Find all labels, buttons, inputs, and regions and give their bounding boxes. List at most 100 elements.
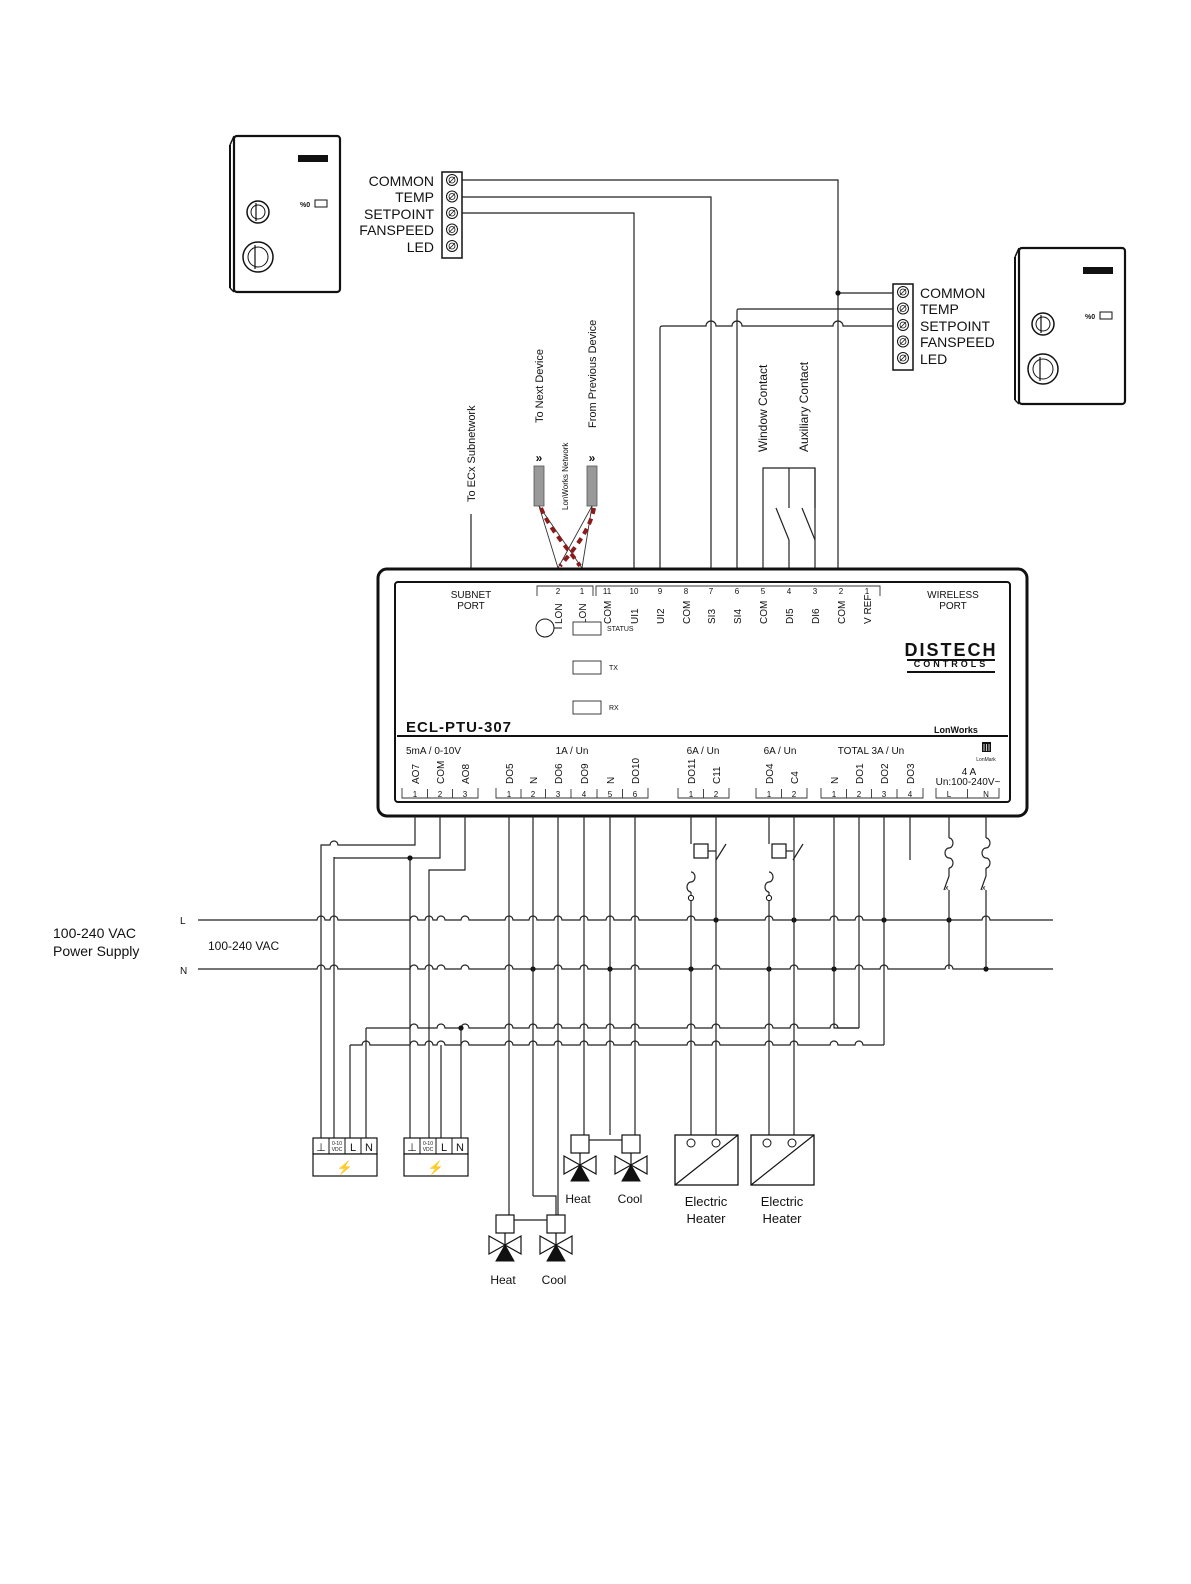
top-terminal-label: V REF xyxy=(863,595,874,624)
heater-terminal xyxy=(686,1138,696,1148)
analog-terminal-label: 0-10 xyxy=(332,1141,342,1147)
lonworks-network-label: LonWorks Network xyxy=(561,442,570,510)
terminal-screw-icon xyxy=(899,288,907,296)
fanspeed-knob-icon xyxy=(242,241,274,273)
valve-actuator-icon xyxy=(621,1134,641,1154)
rx-led-label: RX xyxy=(609,705,619,712)
bottom-terminal-number: 2 xyxy=(792,790,797,799)
damper-motor-icon: ⚡ xyxy=(337,1160,353,1176)
lonworks-label: LonWorks xyxy=(934,725,978,735)
wire xyxy=(320,816,416,1138)
do4-relay xyxy=(771,843,804,861)
valve-label-cool: Cool xyxy=(618,1192,643,1206)
bottom-terminal-number: 4 xyxy=(908,790,913,799)
top-terminal-number: 11 xyxy=(603,587,612,596)
l-terminal-label: L xyxy=(350,1142,356,1154)
bottom-terminal-label: AO7 xyxy=(411,764,422,784)
svg-text:%0: %0 xyxy=(1085,314,1095,321)
terminal-bracket xyxy=(495,788,649,799)
power-bus: 100-240 VAC Power Supply 100-240 VAC L N xyxy=(53,915,1053,1046)
bottom-terminal-number: 2 xyxy=(438,790,443,799)
terminal-screw-icon xyxy=(899,288,907,296)
terminal-screw-icon xyxy=(448,193,456,200)
status-led-label: STATUS xyxy=(607,626,634,633)
power-switch-icon: x x xyxy=(943,868,987,892)
bottom-terminal-label: N xyxy=(606,777,617,784)
bottom-terminal-label: AO8 xyxy=(461,764,472,784)
valve-actuator-icon xyxy=(495,1214,515,1234)
top-terminal-label: DI6 xyxy=(811,608,822,624)
terminal-screw-icon xyxy=(448,176,456,184)
heater-label: Electric xyxy=(761,1194,804,1209)
do11-relay xyxy=(693,843,727,861)
wire xyxy=(428,816,466,1138)
sensor-1-label-led: LED xyxy=(407,239,434,255)
wire xyxy=(833,816,859,1029)
terminal-screw-icon xyxy=(448,226,456,233)
sensor-2-terminal-block: COMMON TEMP SETPOINT FANSPEED LED xyxy=(892,283,995,371)
terminal-screw-icon xyxy=(899,354,907,362)
bottom-terminal-label: DO10 xyxy=(631,757,642,784)
top-terminal-label: COM xyxy=(603,601,614,624)
top-terminal-label: DI5 xyxy=(785,608,796,624)
subnet-port-label: PORT xyxy=(457,601,485,612)
bottom-terminal-label: DO2 xyxy=(880,763,891,784)
analog-terminal-label: VDC xyxy=(332,1147,343,1153)
group-header-analog: 5mA / 0-10V xyxy=(406,746,461,757)
terminal-bracket xyxy=(820,788,924,799)
group-header-total: TOTAL 3A / Un xyxy=(838,746,905,757)
bottom-terminal-label: DO9 xyxy=(580,763,591,784)
valve-actuator-icon xyxy=(570,1134,590,1154)
top-terminal-number: 10 xyxy=(630,587,639,596)
top-terminal-number: 6 xyxy=(735,587,740,596)
n-terminal-label: N xyxy=(365,1142,373,1154)
heater-label: Electric xyxy=(685,1194,728,1209)
heater-icon xyxy=(674,1134,739,1186)
setpoint-knob-icon xyxy=(1031,312,1055,336)
valve-icon xyxy=(629,1154,648,1176)
terminal-screw-icon xyxy=(448,242,456,250)
top-terminal-label: SI4 xyxy=(733,609,744,624)
group-header-do-1a: 1A / Un xyxy=(556,746,589,757)
lonmark-icon xyxy=(982,742,991,752)
top-terminal-number: 4 xyxy=(787,587,792,596)
terminal-screw-icon xyxy=(899,305,907,312)
sensor-2-label-common: COMMON xyxy=(920,285,985,301)
terminal-bracket xyxy=(401,788,479,799)
top-terminal-label: UI1 xyxy=(630,608,641,624)
bottom-terminal-number: N xyxy=(983,790,989,799)
n-line-label: N xyxy=(180,966,187,977)
ecx-subnetwork-label: To ECx Subnetwork xyxy=(466,405,478,502)
sensor-2-label-led: LED xyxy=(920,351,947,367)
top-terminal-number: 3 xyxy=(813,587,818,596)
bottom-terminal-label: N xyxy=(830,777,841,784)
terminal-screw-icon xyxy=(448,193,456,200)
sensor-1-label-common: COMMON xyxy=(369,173,434,189)
terminal-screw-icon xyxy=(448,176,456,184)
brand-logo: CONTROLS xyxy=(914,659,989,669)
analog-terminal-label: VDC xyxy=(423,1147,434,1153)
valve-link xyxy=(533,1195,557,1215)
sensor-wiring xyxy=(462,179,893,568)
ground-terminal-label: ⊥ xyxy=(407,1142,417,1154)
analog-terminal-label: 0-10 xyxy=(423,1141,433,1147)
valve-actuator-icon xyxy=(546,1214,566,1234)
terminal-screw-icon xyxy=(899,321,907,329)
bottom-terminal-label: DO3 xyxy=(906,763,917,784)
top-terminal-label: COM xyxy=(759,601,770,624)
terminal-screw-icon xyxy=(899,354,907,362)
top-terminal-number: 8 xyxy=(684,587,689,596)
sensor-2-label-setpoint: SETPOINT xyxy=(920,318,990,334)
valves xyxy=(488,1134,648,1262)
valve-icon xyxy=(488,1234,507,1256)
svg-text:%0: %0 xyxy=(300,202,310,209)
heater-label: Heater xyxy=(686,1211,726,1226)
power-rating: Un:100-240V~ xyxy=(936,777,1001,788)
damper-motor-icon: ⚡ xyxy=(428,1160,444,1176)
lonmark-label: LonMark xyxy=(976,757,996,763)
heater-label: Heater xyxy=(762,1211,802,1226)
model-label: ECL-PTU-307 xyxy=(406,719,512,736)
bottom-terminal-number: 5 xyxy=(608,790,613,799)
